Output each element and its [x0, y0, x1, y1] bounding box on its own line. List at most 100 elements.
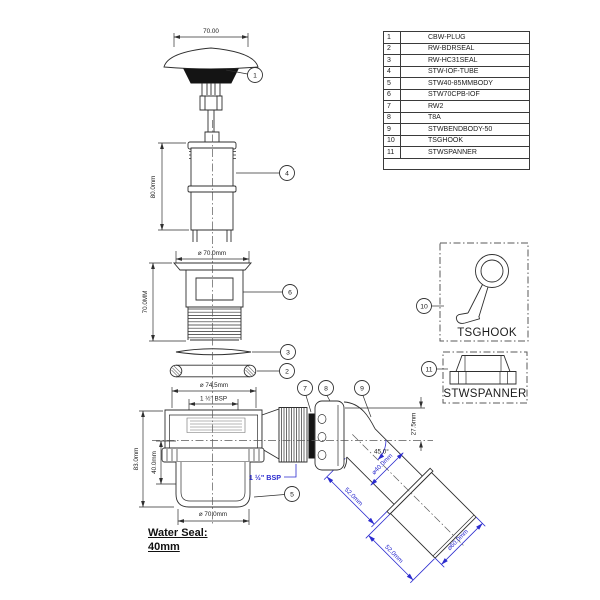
- part-code: STW40-85MMBODY: [428, 79, 493, 87]
- table-row: 2 RW-BDRSEAL: [384, 43, 529, 55]
- plug-seal: [184, 69, 238, 83]
- hook-drawing: [456, 255, 508, 324]
- plug-hex: [200, 96, 222, 110]
- svg-text:70.00: 70.00: [203, 28, 219, 35]
- part-code: TSGHOOK: [428, 137, 464, 145]
- svg-text:9: 9: [360, 385, 364, 392]
- dim-bend-angle: 45.0°: [374, 440, 389, 460]
- trap-base: [176, 462, 250, 507]
- label-outlet-thread: 1 ½" BSP: [249, 464, 296, 482]
- part-code: STWBENDBODY-50: [428, 125, 493, 133]
- spanner-drawing: [450, 356, 516, 385]
- dim-water-seal-depth: 40.0mm: [151, 441, 176, 484]
- waste-body: [174, 263, 251, 340]
- svg-text:⌀ 74.5mm: ⌀ 74.5mm: [200, 382, 228, 389]
- balloon-4: 4: [236, 166, 295, 181]
- part-number: [384, 159, 400, 170]
- table-row: 7 RW2: [384, 101, 529, 113]
- part-code: T8A: [428, 114, 441, 122]
- svg-text:52.0mm: 52.0mm: [343, 486, 364, 507]
- part-number: 8: [384, 112, 401, 123]
- part-number: 4: [384, 66, 401, 77]
- trap-body: [162, 408, 307, 508]
- svg-text:1 ½" BSP: 1 ½" BSP: [249, 473, 281, 482]
- compression-washer: [309, 414, 314, 458]
- table-row: 3 RW-HC31SEAL: [384, 55, 529, 67]
- balloon-3: 3: [252, 345, 296, 360]
- part-code: RW-HC31SEAL: [428, 56, 478, 64]
- water-seal-title: Water Seal:: [148, 527, 208, 539]
- svg-text:2: 2: [285, 368, 289, 375]
- balloon-6: 6: [243, 285, 298, 300]
- overflow-tube: [188, 132, 236, 242]
- svg-text:TSGHOOK: TSGHOOK: [457, 327, 517, 339]
- dim-trap-height: 83.0mm: [133, 411, 174, 507]
- tool-hook-box: TSGHOOK: [440, 243, 528, 341]
- table-row: 8 T8A: [384, 112, 529, 124]
- dim-body-height: 70.0MM: [142, 263, 186, 341]
- table-row: [384, 159, 529, 170]
- part-code: STW-IOF-TUBE: [428, 68, 479, 76]
- svg-text:6: 6: [288, 289, 292, 296]
- table-row: 4 STW-IOF-TUBE: [384, 66, 529, 78]
- svg-text:7: 7: [303, 385, 307, 392]
- part-number: 1: [384, 32, 401, 43]
- part-number: 2: [384, 43, 401, 54]
- part-code: RW2: [428, 102, 444, 110]
- dim-bend-offset: 27.5mm: [411, 397, 423, 451]
- plug-assembly: [164, 48, 258, 140]
- svg-text:1 ½" BSP: 1 ½" BSP: [200, 395, 227, 403]
- rubber-seal: [170, 365, 256, 377]
- svg-text:⌀ 70.0mm: ⌀ 70.0mm: [198, 250, 226, 257]
- plug-dome: [164, 48, 258, 69]
- body-threads: [188, 307, 241, 340]
- svg-text:3: 3: [286, 349, 290, 356]
- part-code: STW70CPB-IOF: [428, 91, 480, 99]
- part-number: 10: [384, 135, 401, 146]
- part-number: 9: [384, 124, 401, 135]
- table-row: 6 STW70CPB-IOF: [384, 89, 529, 101]
- bend-elbow: ⌀40.0mm 52.0mm 52.0mm ⌀60.0mm: [307, 402, 487, 592]
- svg-text:1: 1: [253, 72, 257, 79]
- part-code: STWSPANNER: [428, 148, 477, 156]
- svg-text:11: 11: [425, 366, 432, 373]
- part-number: 5: [384, 78, 401, 89]
- balloon-2: 2: [257, 364, 295, 379]
- svg-text:40.0mm: 40.0mm: [151, 451, 158, 474]
- compression-nut: [315, 401, 344, 470]
- dim-tube-height: 80.0mm: [150, 143, 189, 230]
- part-code: CBW-PLUG: [428, 33, 466, 41]
- dim-inlet-thread: 1 ½" BSP: [189, 395, 238, 411]
- part-number: 3: [384, 55, 401, 66]
- svg-text:80.0mm: 80.0mm: [150, 176, 157, 199]
- svg-text:STWSPANNER: STWSPANNER: [443, 388, 526, 400]
- outlet-threads: [279, 408, 307, 463]
- svg-text:5: 5: [290, 491, 294, 498]
- dim-seal-dia: ⌀ 74.5mm: [172, 382, 256, 408]
- trap-grate: [187, 418, 245, 433]
- balloon-11: 11: [422, 362, 449, 377]
- flat-washer: [176, 349, 251, 355]
- dim-base-dia: ⌀ 70.0mm: [178, 509, 249, 525]
- svg-text:52.0mm: 52.0mm: [383, 544, 404, 565]
- dim-plug-width: 70.00: [174, 28, 248, 47]
- trap-backnut: [162, 448, 264, 462]
- plug-collet: [202, 83, 220, 96]
- part-number: 11: [384, 147, 401, 158]
- part-number: 6: [384, 89, 401, 100]
- svg-text:8: 8: [324, 385, 328, 392]
- svg-text:⌀ 70.0mm: ⌀ 70.0mm: [199, 511, 227, 518]
- table-row: 10 TSGHOOK: [384, 135, 529, 147]
- trap-outlet: [262, 409, 279, 459]
- tool-spanner-box: STWSPANNER: [443, 352, 527, 403]
- part-number: 7: [384, 101, 401, 112]
- parts-table: 1 CBW-PLUG 2 RW-BDRSEAL 3 RW-HC31SEAL 4 STW-…: [383, 31, 530, 170]
- part-code: RW-BDRSEAL: [428, 45, 475, 53]
- dim-body-dia: ⌀ 70.0mm: [176, 250, 249, 263]
- table-row: 5 STW40-85MMBODY: [384, 78, 529, 90]
- table-row: 9 STWBENDBODY-50: [384, 124, 529, 136]
- svg-text:83.0mm: 83.0mm: [133, 448, 140, 471]
- table-row: 1 CBW-PLUG: [384, 32, 529, 44]
